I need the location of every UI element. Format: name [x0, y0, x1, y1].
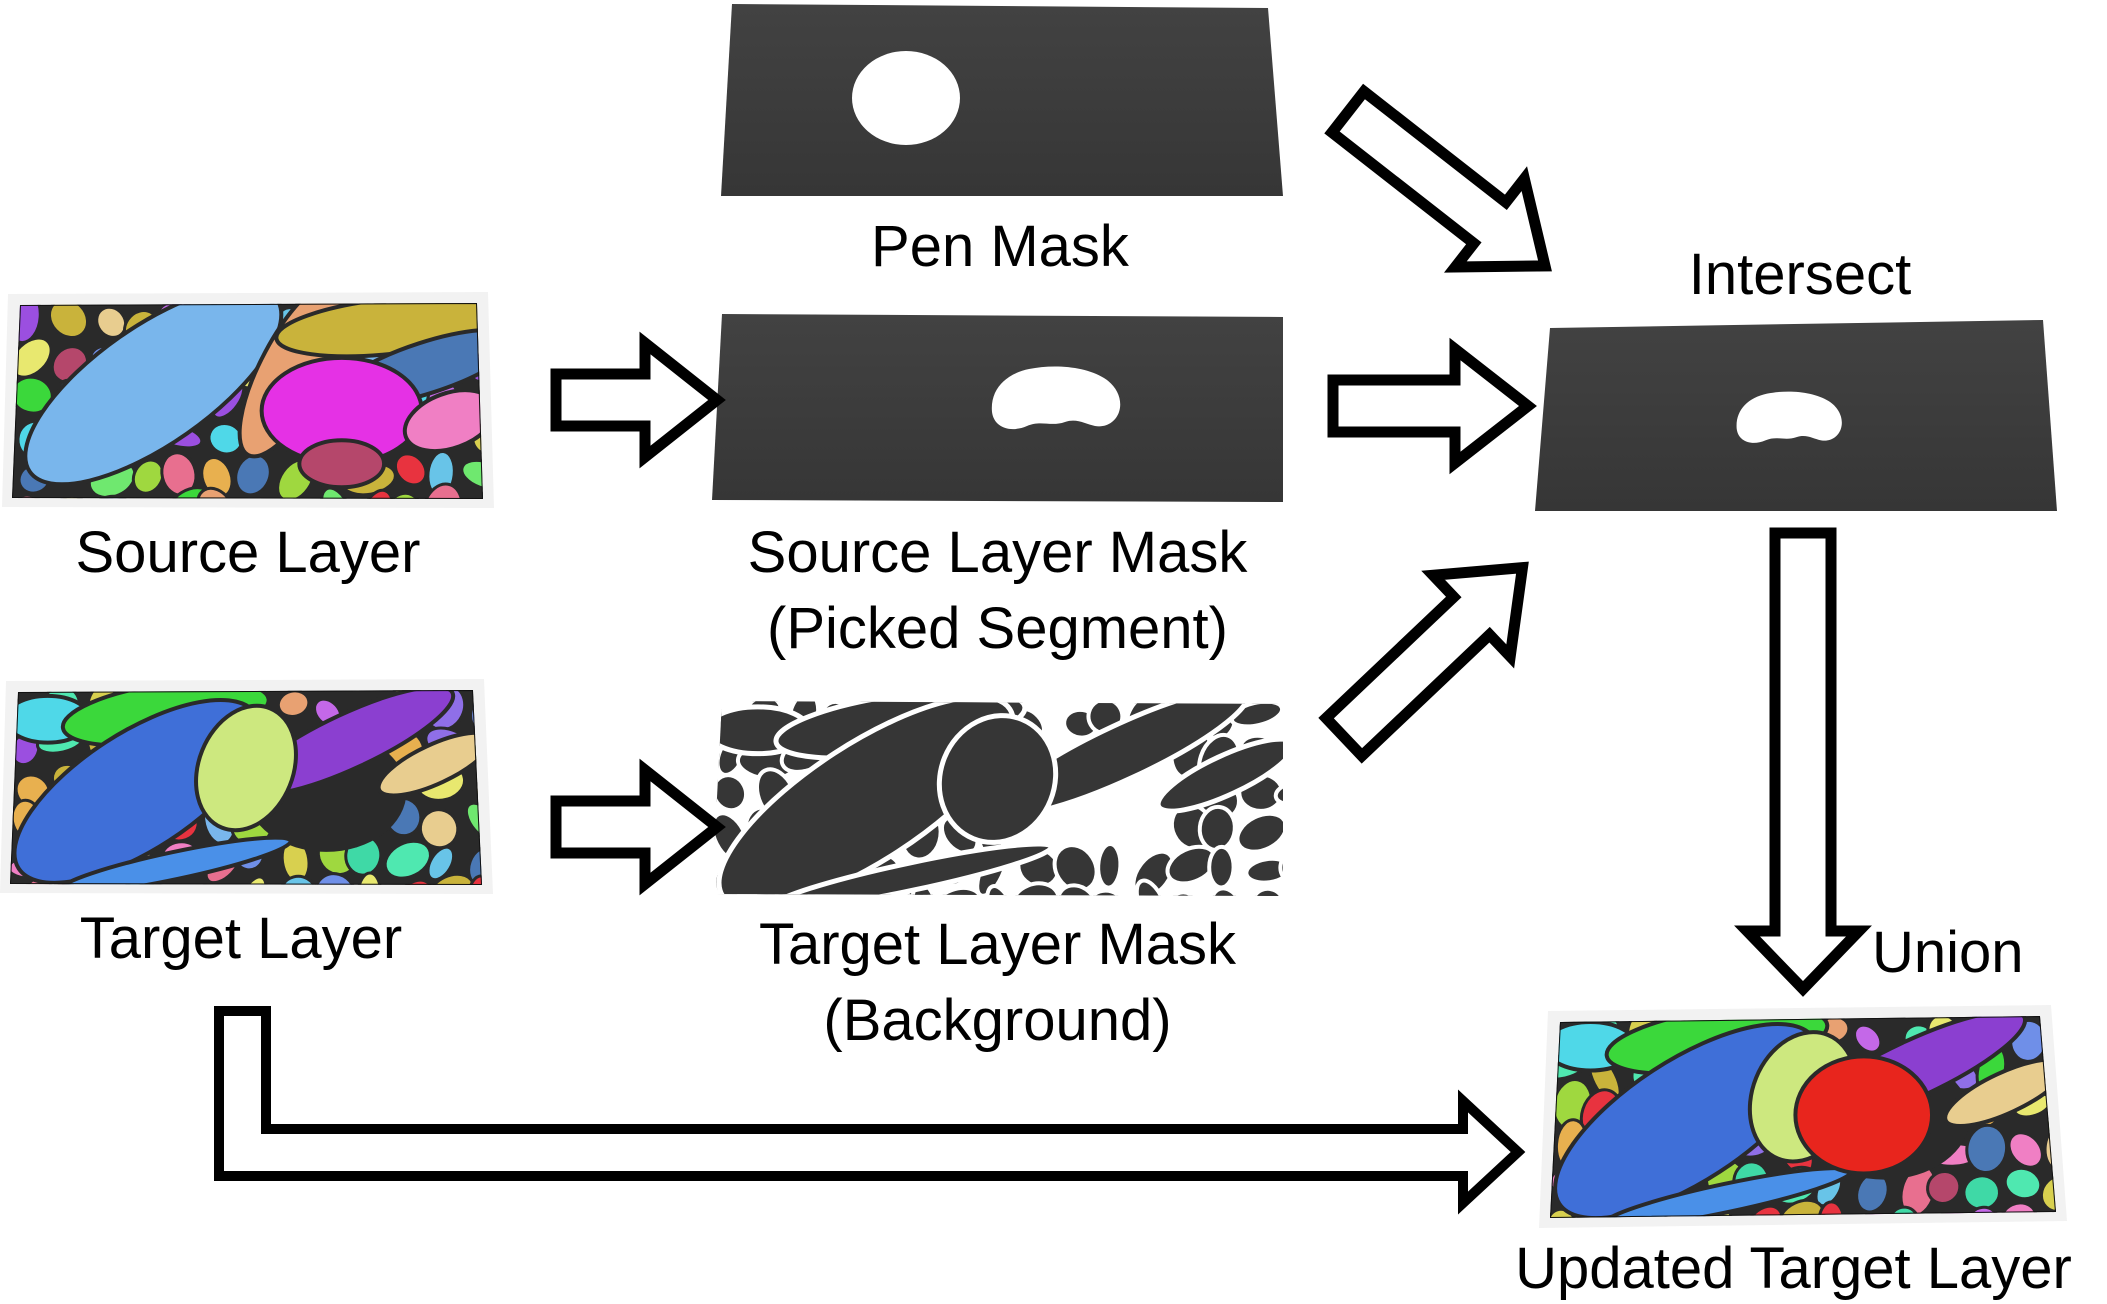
- target-layer-label: Target Layer: [79, 906, 403, 971]
- target-layer-mask-segment-4: [936, 713, 1059, 845]
- arrow-source-to-source-mask: [550, 331, 726, 469]
- target-layer-segment-6: [57, 835, 293, 885]
- pen-mask-panel: [721, 4, 1283, 196]
- source-layer-panel: [12, 303, 483, 499]
- intersect-label: Intersect: [1688, 242, 1912, 307]
- arrows-group: [214, 83, 1872, 1215]
- arrow-target-to-updated: [214, 1006, 1526, 1215]
- target-layer-mask-segment-6: [769, 841, 1055, 896]
- intersect-white-region: [1736, 391, 1842, 443]
- arrow-source-mask-to-intersect: [1327, 337, 1537, 475]
- updated-target-layer-label: Updated Target Layer: [1515, 1236, 2072, 1301]
- target-layer-mask-label: Target Layer Mask: [758, 912, 1237, 977]
- updated-target-layer-pasted-segment: [1793, 1054, 1935, 1176]
- panels-group: [0, 4, 2067, 1228]
- updated-target-layer-border: [1550, 1016, 2056, 1218]
- source-layer-mask-white-region: [991, 366, 1121, 430]
- source-layer-mask-label: Source Layer Mask: [747, 520, 1248, 585]
- target-layer-segment-5: [376, 730, 482, 798]
- target-layer-panel: [10, 690, 482, 885]
- source-layer-segment-6: [402, 388, 483, 454]
- source-layer-segment-0: [23, 303, 284, 487]
- target-layer-border: [10, 690, 482, 885]
- target-layer-segment-4: [194, 703, 298, 833]
- source-layer-mask-panel: [712, 314, 1283, 502]
- target-layer-mask-segment-5: [1155, 736, 1283, 814]
- intersect-panel: [1535, 320, 2057, 511]
- target-layer-mask-panel: [712, 701, 1283, 896]
- arrow-pen-mask-to-intersect: [1324, 83, 1552, 273]
- arrow-intersect-to-union: [1734, 527, 1872, 997]
- source-layer-label: Source Layer: [75, 520, 421, 585]
- arrow-target-to-target-mask: [550, 758, 726, 896]
- pen-mask-surface: [721, 4, 1283, 196]
- union-label: Union: [1872, 920, 2024, 985]
- updated-target-layer-segment-5: [1943, 1057, 2056, 1129]
- pen-mask-white-region: [852, 51, 960, 145]
- target-layer-mask-sublabel: (Background): [823, 988, 1172, 1053]
- source-layer-segment-5: [297, 438, 387, 490]
- pen-mask-label: Pen Mask: [871, 214, 1129, 279]
- source-layer-mask-sublabel: (Picked Segment): [767, 596, 1228, 661]
- arrow-target-mask-to-intersect: [1318, 561, 1529, 764]
